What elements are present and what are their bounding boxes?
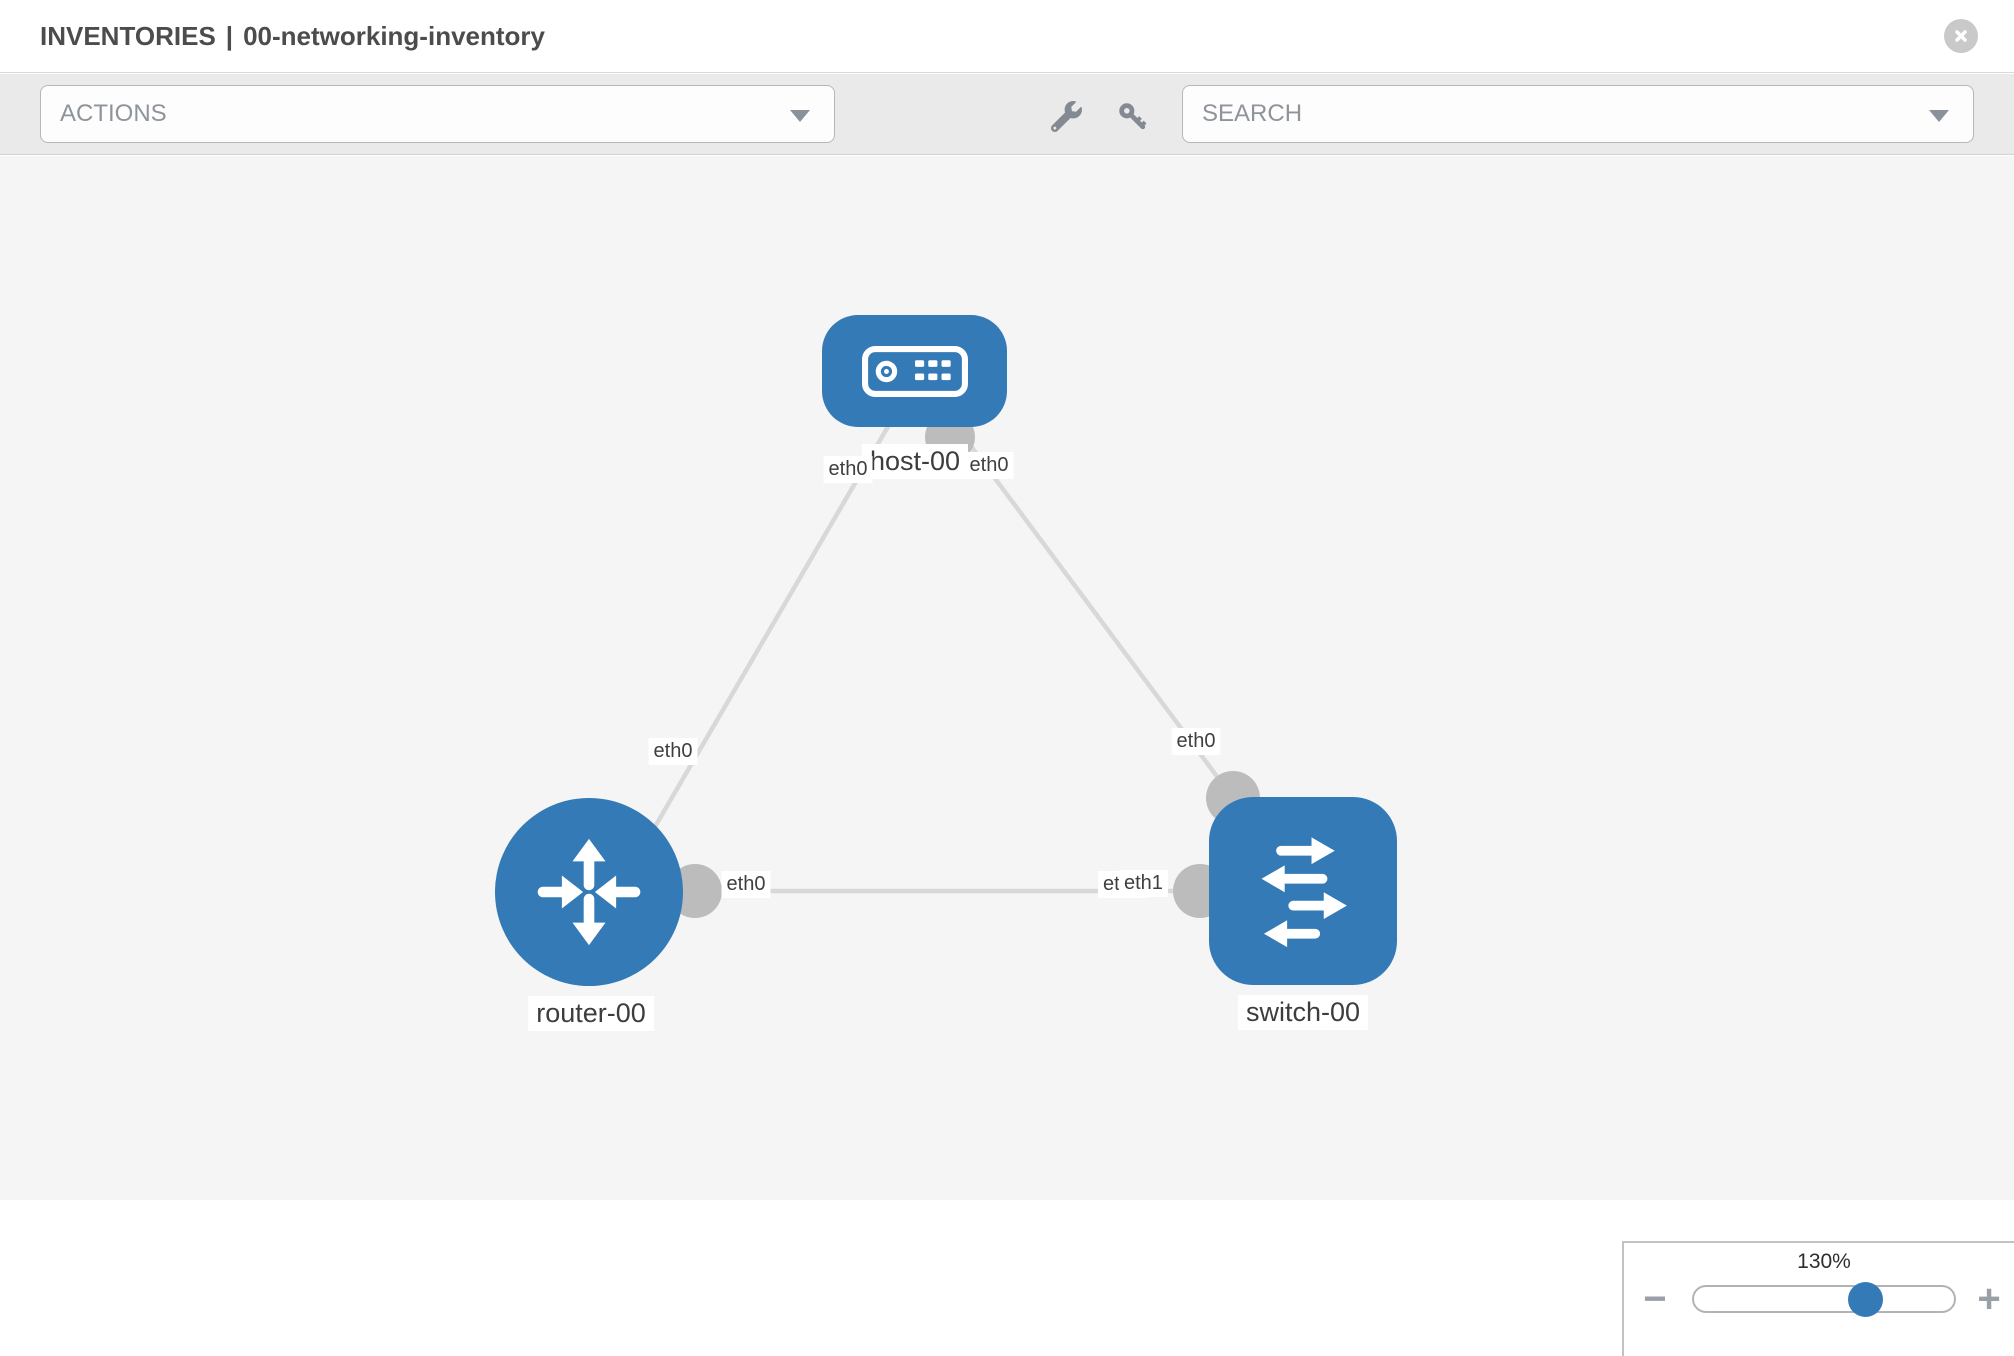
zoom-slider-handle[interactable]: [1848, 1282, 1883, 1317]
zoom-in-button[interactable]: +: [1972, 1277, 2006, 1321]
key-icon: [1118, 102, 1146, 129]
node-label-host: host-00: [861, 444, 969, 479]
chevron-down-icon: [1929, 110, 1949, 122]
close-icon: [1955, 30, 1967, 42]
node-router-00[interactable]: [495, 798, 683, 986]
chevron-down-icon: [790, 110, 810, 122]
minus-icon: −: [1643, 1276, 1667, 1321]
interface-label-switch-to-host: eth0: [1171, 728, 1221, 755]
node-label-switch: switch-00: [1237, 995, 1369, 1030]
toolbar: ACTIONS SEARCH: [0, 74, 2014, 155]
header: INVENTORIES | 00-networking-inventory: [0, 0, 2014, 73]
wrench-icon: [1050, 100, 1082, 132]
actions-dropdown[interactable]: ACTIONS: [40, 85, 835, 143]
inventory-name: 00-networking-inventory: [243, 21, 545, 51]
host-icon: [861, 345, 968, 397]
node-switch-00[interactable]: [1209, 797, 1397, 985]
search-dropdown-label: SEARCH: [1202, 100, 1303, 127]
zoom-panel: 130% − +: [1622, 1241, 2014, 1356]
zoom-level: 130%: [1797, 1250, 1851, 1273]
close-button[interactable]: [1944, 19, 1978, 53]
search-dropdown[interactable]: SEARCH: [1182, 85, 1974, 143]
page-title: INVENTORIES | 00-networking-inventory: [40, 0, 545, 73]
breadcrumb[interactable]: INVENTORIES: [40, 21, 216, 51]
configure-button[interactable]: [1048, 98, 1084, 134]
plus-icon: +: [1977, 1276, 2001, 1321]
credentials-button[interactable]: [1114, 98, 1150, 134]
interface-label-host-to-router: eth0: [823, 456, 873, 483]
interface-label-switch-to-router: eth1: [1119, 870, 1168, 897]
actions-dropdown-label: ACTIONS: [60, 100, 167, 127]
topology-canvas[interactable]: host-00 router-00 switch-00 eth0 eth0 et…: [0, 156, 2014, 1356]
links-layer: [589, 416, 1235, 906]
switch-icon: [1261, 837, 1347, 948]
zoom-out-button[interactable]: −: [1638, 1277, 1672, 1321]
interface-label-host-to-switch: eth0: [964, 452, 1014, 479]
link-host-router[interactable]: [608, 416, 895, 906]
router-icon: [537, 838, 641, 946]
zoom-slider-track[interactable]: [1692, 1285, 1956, 1313]
node-host-00[interactable]: [822, 315, 1007, 427]
title-separator: |: [225, 21, 234, 51]
interface-label-router-to-host: eth0: [648, 738, 698, 765]
interface-label-router-to-switch: eth0: [721, 871, 771, 898]
node-label-router: router-00: [528, 996, 654, 1031]
